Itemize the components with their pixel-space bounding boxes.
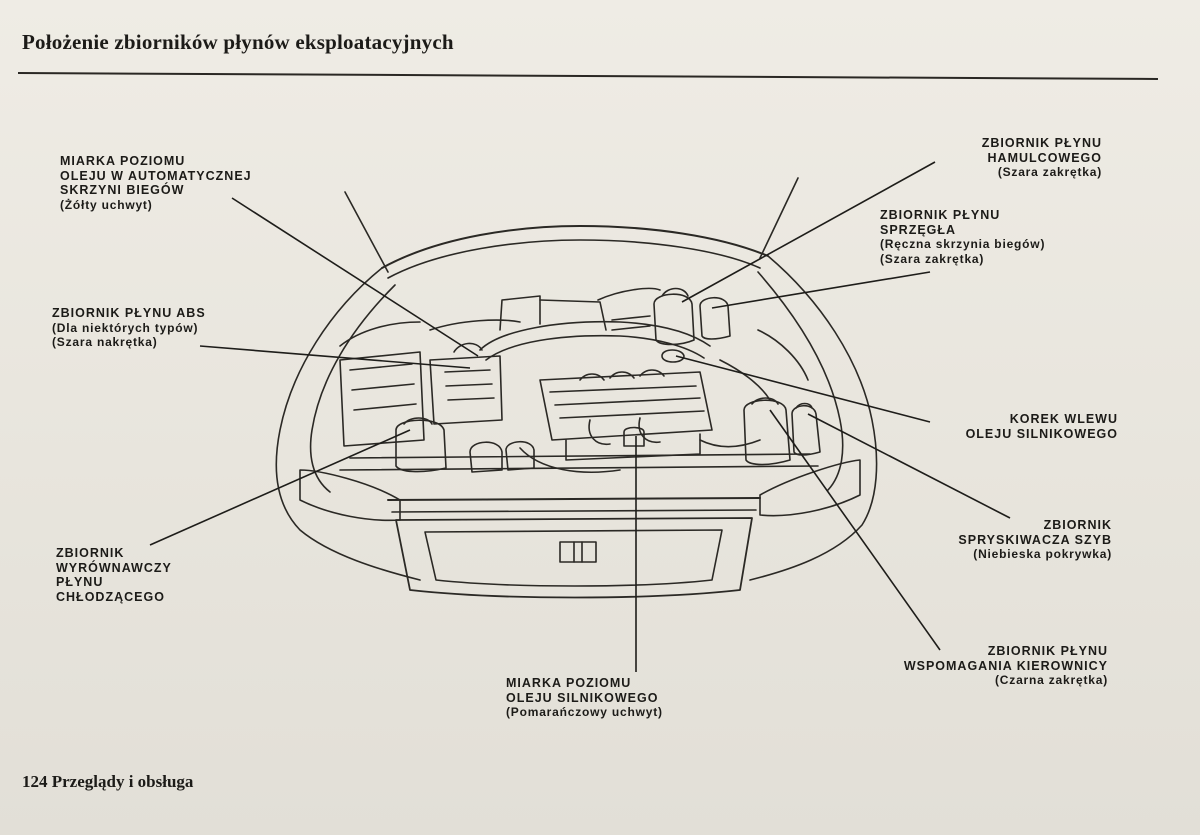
- label-atf-dipstick: MIARKA POZIOMU OLEJU W AUTOMATYCZNEJ SKR…: [60, 154, 252, 212]
- leader-coolant: [149, 429, 411, 546]
- label-washer-reservoir: ZBIORNIK SPRYSKIWACZA SZYB (Niebieska po…: [958, 518, 1112, 561]
- label-coolant-reservoir: ZBIORNIK WYRÓWNAWCZY PŁYNU CHŁODZĄCEGO: [56, 546, 172, 604]
- page-title: Położenie zbiorników płynów eksploatacyj…: [22, 30, 454, 54]
- label-abs-reservoir: ZBIORNIK PŁYNU ABS (Dla niektórych typów…: [52, 306, 206, 349]
- leader-washer: [807, 413, 1011, 519]
- label-clutch-reservoir: ZBIORNIK PŁYNU SPRZĘGŁA (Ręczna skrzynia…: [880, 208, 1046, 266]
- leader-oil-filler: [675, 355, 931, 423]
- leader-clutch: [711, 271, 931, 309]
- leader-atf-dipstick: [231, 197, 479, 357]
- label-oil-filler-cap: KOREK WLEWU OLEJU SILNIKOWEGO: [965, 412, 1118, 441]
- leader-abs-reservoir: [199, 345, 471, 369]
- label-brake-reservoir: ZBIORNIK PŁYNU HAMULCOWEGO (Szara zakręt…: [981, 136, 1102, 179]
- leader-brake: [681, 161, 936, 303]
- label-engine-oil-dipstick: MIARKA POZIOMU OLEJU SILNIKOWEGO (Pomara…: [506, 676, 663, 719]
- label-power-steering-reservoir: ZBIORNIK PŁYNU WSPOMAGANIA KIEROWNICY (C…: [903, 644, 1108, 687]
- leader-power-steering: [769, 409, 941, 651]
- page-footer: 124 Przeglądy i obsługa: [22, 772, 194, 791]
